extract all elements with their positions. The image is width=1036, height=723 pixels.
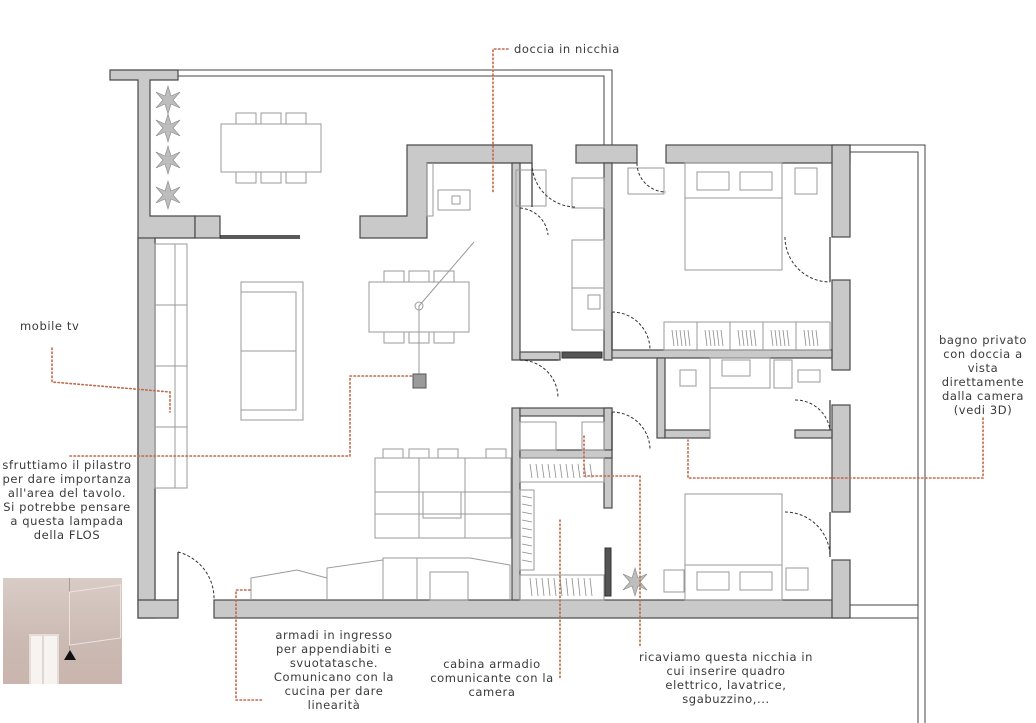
closet-rail-left xyxy=(519,489,535,571)
leader-bagno xyxy=(687,417,984,479)
wall-kitchen-left xyxy=(511,162,521,361)
note-armadi: armadi in ingresso per appendiabiti e sv… xyxy=(273,628,395,712)
wall-right-2 xyxy=(831,279,851,371)
pillar xyxy=(412,373,427,389)
wall-bath-left xyxy=(656,357,666,439)
bath-vanity xyxy=(709,357,771,389)
wall-upper-middle xyxy=(359,144,533,239)
note-mobile-tv: mobile tv xyxy=(20,319,80,333)
wall-right-3 xyxy=(831,404,851,513)
shower-tray xyxy=(437,189,471,211)
wall-bottom-left xyxy=(137,599,179,619)
entrance-wardrobe-1 xyxy=(250,569,328,600)
leader-armadi xyxy=(235,589,263,701)
terrace-railing xyxy=(178,69,613,145)
plants xyxy=(155,84,648,598)
wall-left xyxy=(137,237,156,619)
wall-closet-left xyxy=(511,407,521,601)
wall-corridor-right xyxy=(603,162,613,361)
terrace-table xyxy=(220,123,322,173)
wall-top-mid xyxy=(575,144,638,164)
double-bed-1 xyxy=(684,162,783,271)
leader-pilastro xyxy=(69,375,414,457)
wall-bottom xyxy=(213,599,849,619)
leader-mobile-tv xyxy=(51,347,171,413)
closet-rail-top xyxy=(519,457,605,483)
leader-lines xyxy=(51,48,984,701)
bath-cabinet xyxy=(571,177,605,209)
kitchen-column xyxy=(571,239,605,331)
kitchen-island xyxy=(374,457,512,539)
wall-closet-top xyxy=(519,407,613,417)
wall-upper-left-seg xyxy=(194,215,221,239)
note-cabina: cabina armadio comunicante con la camera xyxy=(430,657,554,699)
wall-kitchen-bottom xyxy=(519,351,561,361)
wardrobe-bedroom-1 xyxy=(663,321,831,351)
wall-right-1 xyxy=(831,144,851,238)
lamp-icon xyxy=(64,650,76,660)
note-nicchia: ricaviamo questa nicchia in cui inserire… xyxy=(638,650,814,706)
lamp-reference-photo xyxy=(3,578,122,684)
closet-rail-bottom xyxy=(519,574,605,601)
note-pilastro: sfruttiamo il pilastro per dare importan… xyxy=(2,458,132,542)
doors xyxy=(177,162,831,601)
wall-closet-mid xyxy=(519,449,613,459)
furniture xyxy=(154,112,831,601)
leader-nicchia xyxy=(583,435,641,649)
balcony-right-outer xyxy=(850,144,926,723)
note-doccia: doccia in nicchia xyxy=(514,42,620,56)
double-bed-2 xyxy=(684,493,783,601)
note-bagno: bagno privato con doccia a vista diretta… xyxy=(938,333,1028,417)
wall-top-right xyxy=(665,144,851,164)
leader-doccia xyxy=(492,48,509,193)
wall-bedroom1-bottom xyxy=(611,349,833,359)
terrace-railing-inner xyxy=(178,75,605,145)
wall-right-4 xyxy=(831,559,851,619)
wall-bath-bottom xyxy=(664,429,711,439)
balcony-right-inner xyxy=(850,151,919,723)
wall-bath-bottom-right xyxy=(794,429,833,439)
